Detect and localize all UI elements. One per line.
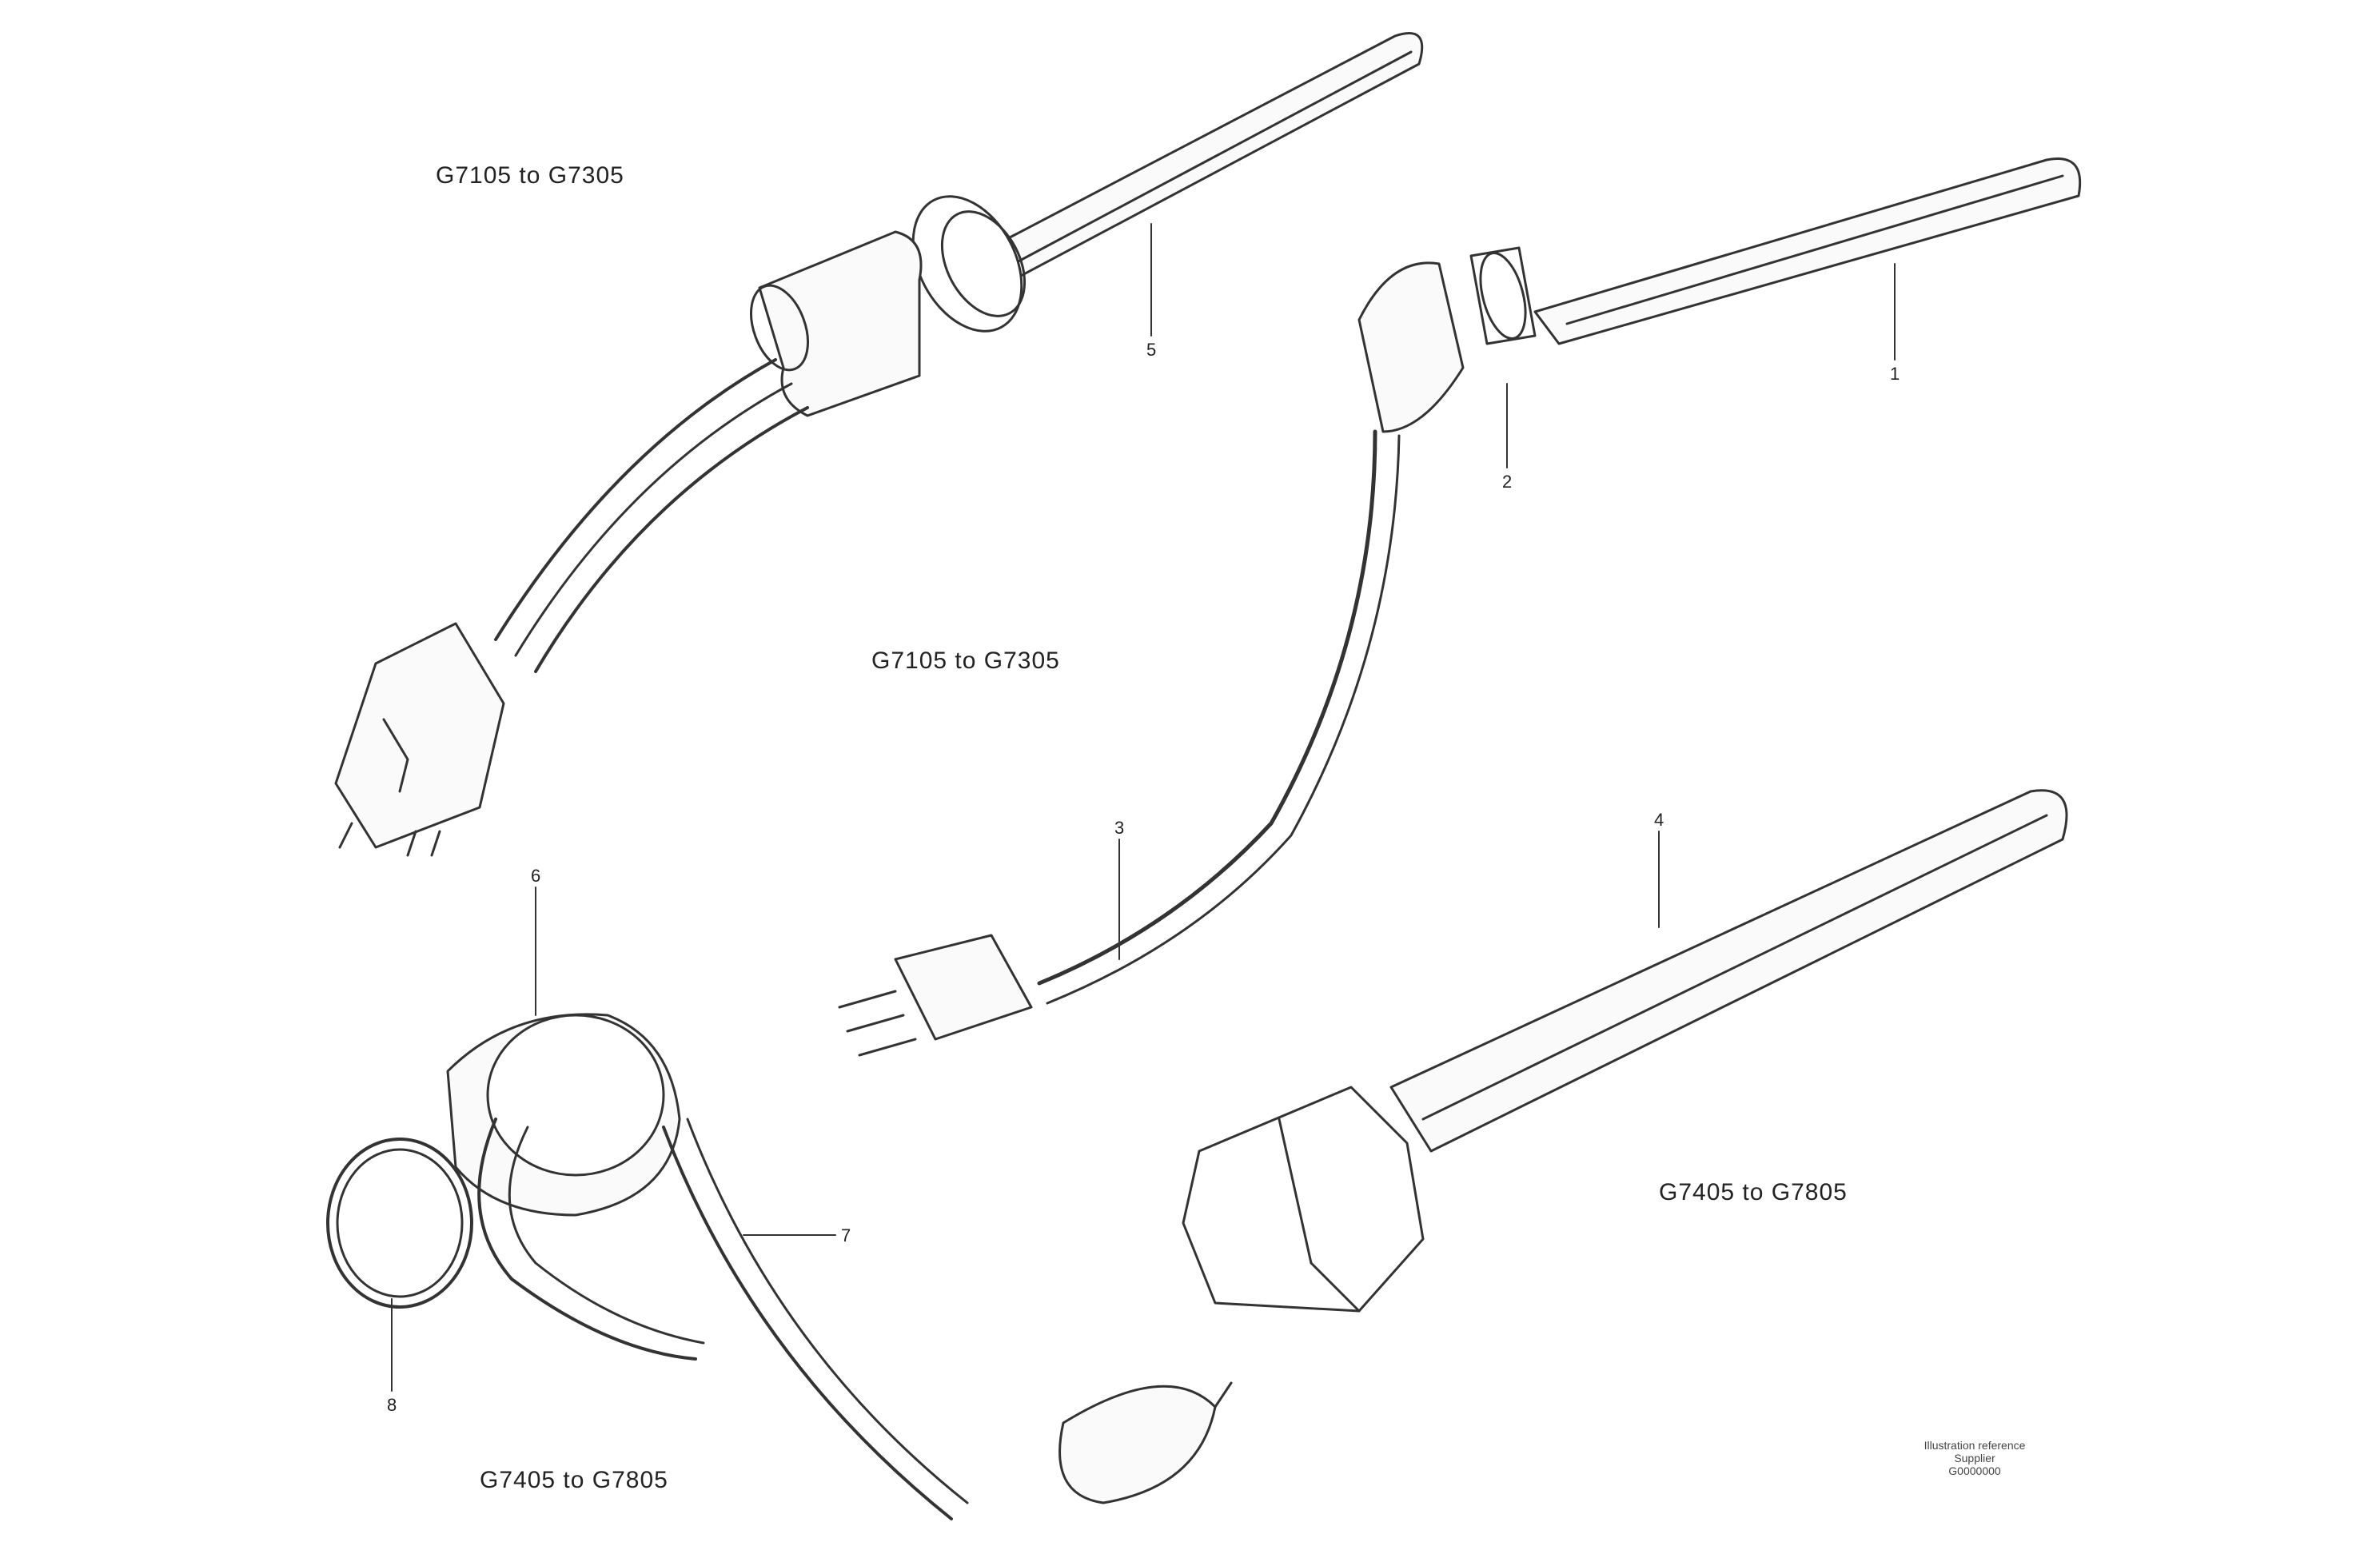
range-label-center: G7105 to G7305 [871,648,1060,674]
heater-element-top-right [838,157,2082,1057]
footer-line-3: G0000000 [1948,1464,2001,1477]
callout-3: 3 [1114,818,1125,838]
range-label-top-left: G7105 to G7305 [436,162,624,189]
range-label-bottom: G7405 to G7805 [480,1467,668,1493]
heater-element-top-left [334,32,1424,857]
heater-element-bottom [326,1013,1233,1520]
callout-2: 2 [1502,472,1513,492]
callout-6: 6 [531,866,541,886]
range-label-right: G7405 to G7805 [1659,1179,1848,1205]
callout-1: 1 [1890,364,1900,384]
callout-8: 8 [387,1395,397,1415]
callout-7: 7 [841,1225,851,1245]
footer-line-1: Illustration reference [1924,1439,2026,1452]
callout-4: 4 [1654,810,1664,830]
footer-reference: Illustration reference Supplier G0000000 [1895,1439,2055,1477]
callout-5: 5 [1146,340,1157,360]
heater-element-right [1182,789,2068,1313]
footer-line-2: Supplier [1954,1452,1995,1464]
leader-lines [391,223,1896,1392]
